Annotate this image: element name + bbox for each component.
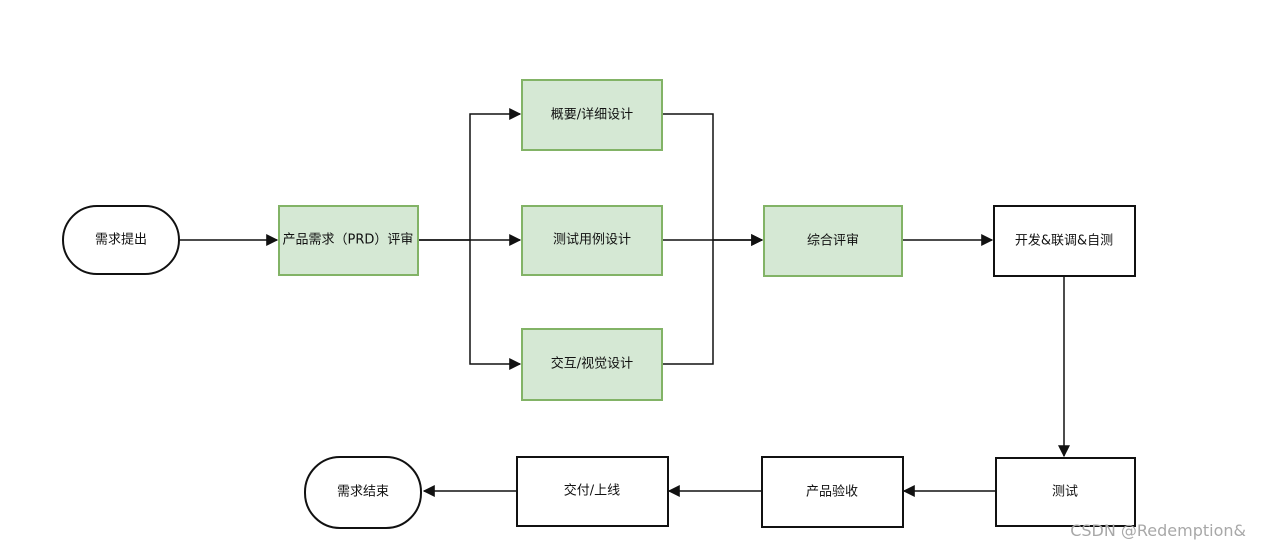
edge-detail-design-to-combined-review	[662, 113, 764, 246]
testing-box	[995, 457, 1136, 527]
node-testing: 测试	[995, 457, 1136, 527]
edge-prd-review-to-detail-design	[418, 108, 522, 241]
test-case-design-box	[521, 205, 663, 276]
prd-review-label: 产品需求（PRD）评审	[283, 233, 414, 248]
edges	[179, 108, 1070, 497]
prd-review-box	[278, 205, 419, 276]
detail-design-box	[521, 79, 663, 151]
ux-design-box	[521, 328, 663, 401]
watermark-text: CSDN @Redemption&	[1070, 521, 1246, 540]
dev-selftest-box	[993, 205, 1136, 277]
combined-review-box	[763, 205, 903, 277]
acceptance-label: 产品验收	[806, 484, 858, 500]
start-terminal-shape	[62, 205, 180, 275]
edge-ux-design-to-combined-review	[662, 240, 714, 365]
release-box	[516, 456, 669, 527]
node-test-case-design: 测试用例设计	[521, 205, 663, 276]
node-ux-design: 交互/视觉设计	[521, 328, 663, 401]
node-prd-review: 产品需求（PRD）评审	[278, 205, 419, 276]
node-acceptance: 产品验收	[761, 456, 904, 528]
testing-label: 测试	[1052, 485, 1078, 500]
test-case-design-label: 测试用例设计	[553, 233, 631, 248]
acceptance-box	[761, 456, 904, 528]
end-terminal-shape	[304, 456, 422, 529]
node-start: 需求提出	[62, 205, 180, 275]
node-release: 交付/上线	[516, 456, 669, 527]
node-combined-review: 综合评审	[763, 205, 903, 277]
combined-review-label: 综合评审	[807, 234, 859, 249]
nodes: 需求提出 产品需求（PRD）评审 概要/详细设计 测试用例设计 交互/视觉设计 …	[62, 79, 1136, 529]
node-dev-selftest: 开发&联调&自测	[993, 205, 1136, 277]
detail-design-label: 概要/详细设计	[551, 108, 633, 123]
ux-design-label: 交互/视觉设计	[551, 356, 633, 372]
dev-selftest-label: 开发&联调&自测	[1015, 233, 1113, 249]
end-label: 需求结束	[337, 485, 389, 500]
node-detail-design: 概要/详细设计	[521, 79, 663, 151]
edge-prd-review-to-ux-design	[469, 240, 522, 370]
start-label: 需求提出	[95, 232, 147, 248]
release-label: 交付/上线	[564, 483, 620, 499]
node-end: 需求结束	[304, 456, 422, 529]
